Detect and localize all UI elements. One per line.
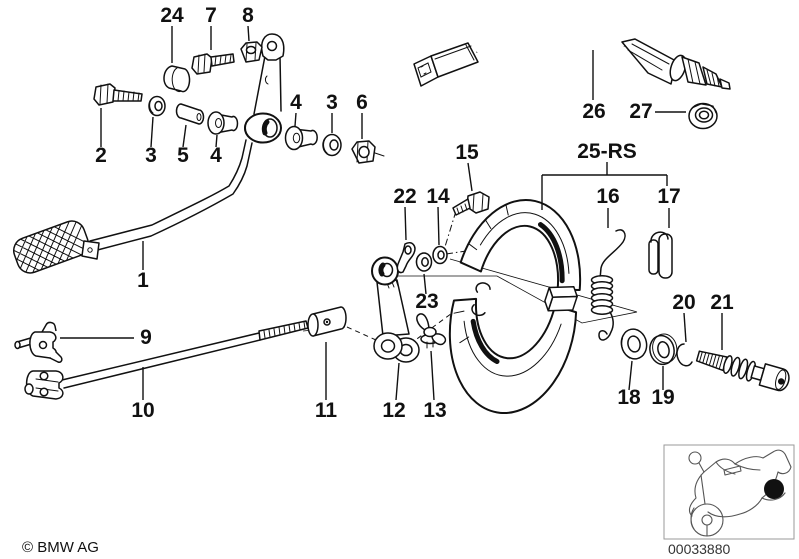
lock-ring-20 [676, 343, 693, 367]
callout-15[interactable]: 15 [455, 141, 479, 164]
pivot-washer-left [148, 95, 166, 117]
callout-1[interactable]: 1 [137, 269, 149, 292]
callout-11[interactable]: 11 [315, 399, 338, 422]
callout-14[interactable]: 14 [426, 185, 450, 208]
leader-lines [60, 25, 723, 401]
cam-pawl [396, 241, 416, 274]
callout-17[interactable]: 17 [657, 185, 680, 208]
callout-5[interactable]: 5 [177, 144, 189, 167]
washer-23 [415, 252, 433, 272]
callout-8[interactable]: 8 [242, 4, 254, 27]
callout-27[interactable]: 27 [629, 100, 652, 123]
callout-20[interactable]: 20 [672, 291, 695, 314]
callout-7[interactable]: 7 [205, 4, 217, 27]
callout-3a[interactable]: 3 [145, 144, 157, 167]
pivot-bushing-right [284, 125, 318, 151]
callout-16[interactable]: 16 [596, 185, 619, 208]
spacer-sleeve [175, 103, 205, 125]
callout-25rs[interactable]: 25-RS [577, 140, 637, 163]
washer-14 [432, 245, 448, 265]
copyright-text: © BMW AG [22, 539, 99, 556]
callout-12[interactable]: 12 [382, 399, 405, 422]
spring-clip [648, 231, 673, 279]
callout-4b[interactable]: 4 [290, 91, 302, 114]
callout-26[interactable]: 26 [582, 100, 605, 123]
pivot-nut [351, 140, 385, 164]
callout-23[interactable]: 23 [415, 290, 438, 313]
brake-switch-cable [413, 20, 731, 90]
callout-9[interactable]: 9 [140, 326, 152, 349]
seal-ring-19 [649, 333, 678, 366]
pivot-bushing-left [207, 111, 239, 135]
brake-pedal [10, 33, 285, 277]
callout-18[interactable]: 18 [617, 386, 641, 409]
stop-nut [240, 41, 263, 63]
pivot-bolt [93, 83, 143, 106]
brake-location-dot [764, 479, 784, 499]
washer-18 [620, 328, 648, 360]
callout-19[interactable]: 19 [651, 386, 674, 409]
part-callouts: 24 7 8 2 3 5 4 4 3 6 1 9 10 11 12 13 22 … [95, 4, 734, 422]
callout-3b[interactable]: 3 [326, 91, 338, 114]
callout-22[interactable]: 22 [393, 185, 416, 208]
rod-sleeve-nut [307, 306, 347, 337]
brake-shoes [448, 199, 582, 414]
stop-screw [191, 53, 235, 75]
callout-10[interactable]: 10 [131, 399, 154, 422]
wing-nut [416, 313, 447, 349]
callout-24[interactable]: 24 [160, 4, 184, 27]
rubber-cap [163, 65, 191, 93]
callout-21[interactable]: 21 [710, 291, 734, 314]
anchor-bolt [452, 191, 490, 216]
brake-rod [24, 320, 309, 400]
callout-6[interactable]: 6 [356, 91, 368, 114]
callout-13[interactable]: 13 [423, 399, 446, 422]
pivot-washer-right [322, 133, 342, 157]
return-spring [590, 229, 626, 341]
brake-camshaft [695, 350, 790, 392]
vehicle-locator-box[interactable] [663, 444, 795, 540]
brake-lever [371, 256, 420, 363]
motorcycle-icon [688, 449, 792, 537]
clevis-pin-clip [14, 321, 63, 363]
switch-nut [688, 102, 718, 130]
callout-2[interactable]: 2 [95, 144, 107, 167]
document-number: 00033880 [668, 541, 731, 557]
callout-4a[interactable]: 4 [210, 144, 222, 167]
